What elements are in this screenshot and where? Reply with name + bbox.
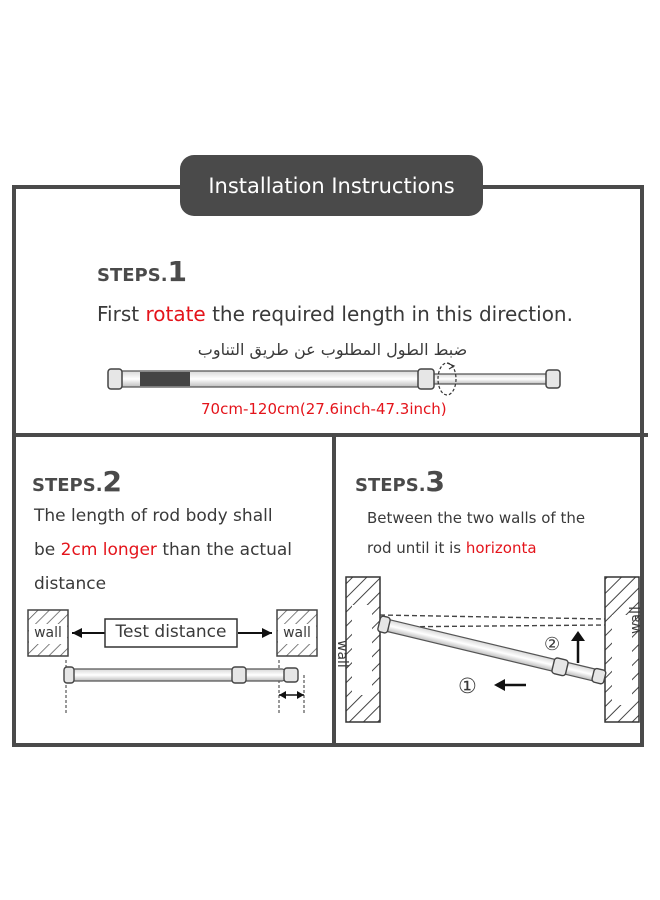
step1-arabic-text: ضبط الطول المطلوب عن طريق التناوب bbox=[197, 340, 468, 359]
step2-title: STEPS.2 bbox=[32, 465, 122, 498]
step3-line2: rod until it is horizonta bbox=[367, 539, 537, 557]
step1-title: STEPS.1 bbox=[97, 255, 187, 288]
step1-label: STEPS. bbox=[97, 265, 168, 286]
step2-line2: be 2cm longer than the actual bbox=[34, 540, 292, 560]
horizontal-divider bbox=[12, 433, 648, 437]
step3-label: STEPS. bbox=[355, 475, 426, 496]
step3-marker-1: ① bbox=[458, 674, 477, 698]
step3-line2-before: rod until it is bbox=[367, 539, 466, 557]
vertical-divider bbox=[332, 433, 336, 747]
step3-number: 3 bbox=[425, 465, 446, 498]
step2-illustration bbox=[27, 609, 318, 715]
step1-highlight: rotate bbox=[145, 302, 206, 326]
step1-number: 1 bbox=[167, 255, 188, 288]
step1-text-before: First bbox=[97, 302, 146, 326]
step2-label: STEPS. bbox=[32, 475, 103, 496]
step3-illustration bbox=[345, 576, 640, 723]
step3-wall-right: wall bbox=[628, 606, 644, 634]
step3-title: STEPS.3 bbox=[355, 465, 445, 498]
step1-text-after: the required length in this direction. bbox=[205, 302, 573, 326]
step2-line2-after: than the actual bbox=[156, 540, 293, 560]
step2-line2-before: be bbox=[34, 540, 61, 560]
step2-wall-left: wall bbox=[34, 625, 62, 641]
step2-number: 2 bbox=[102, 465, 123, 498]
step2-highlight: 2cm longer bbox=[60, 540, 157, 560]
step3-highlight: horizonta bbox=[465, 539, 537, 557]
step1-rod-illustration bbox=[107, 362, 561, 396]
instructions-title-text: Installation Instructions bbox=[208, 173, 455, 198]
step2-line1: The length of rod body shall bbox=[34, 506, 273, 526]
instructions-title: Installation Instructions bbox=[180, 155, 483, 216]
step3-wall-left: wall bbox=[334, 640, 350, 668]
step1-instruction: First rotate the required length in this… bbox=[97, 302, 573, 326]
step2-wall-right: wall bbox=[283, 625, 311, 641]
step3-line1: Between the two walls of the bbox=[367, 509, 586, 527]
step2-line3: distance bbox=[34, 574, 107, 594]
step3-marker-2: ② bbox=[544, 634, 561, 655]
step1-range-text: 70cm-120cm(27.6inch-47.3inch) bbox=[201, 400, 447, 418]
step2-measure-label: Test distance bbox=[115, 622, 227, 642]
